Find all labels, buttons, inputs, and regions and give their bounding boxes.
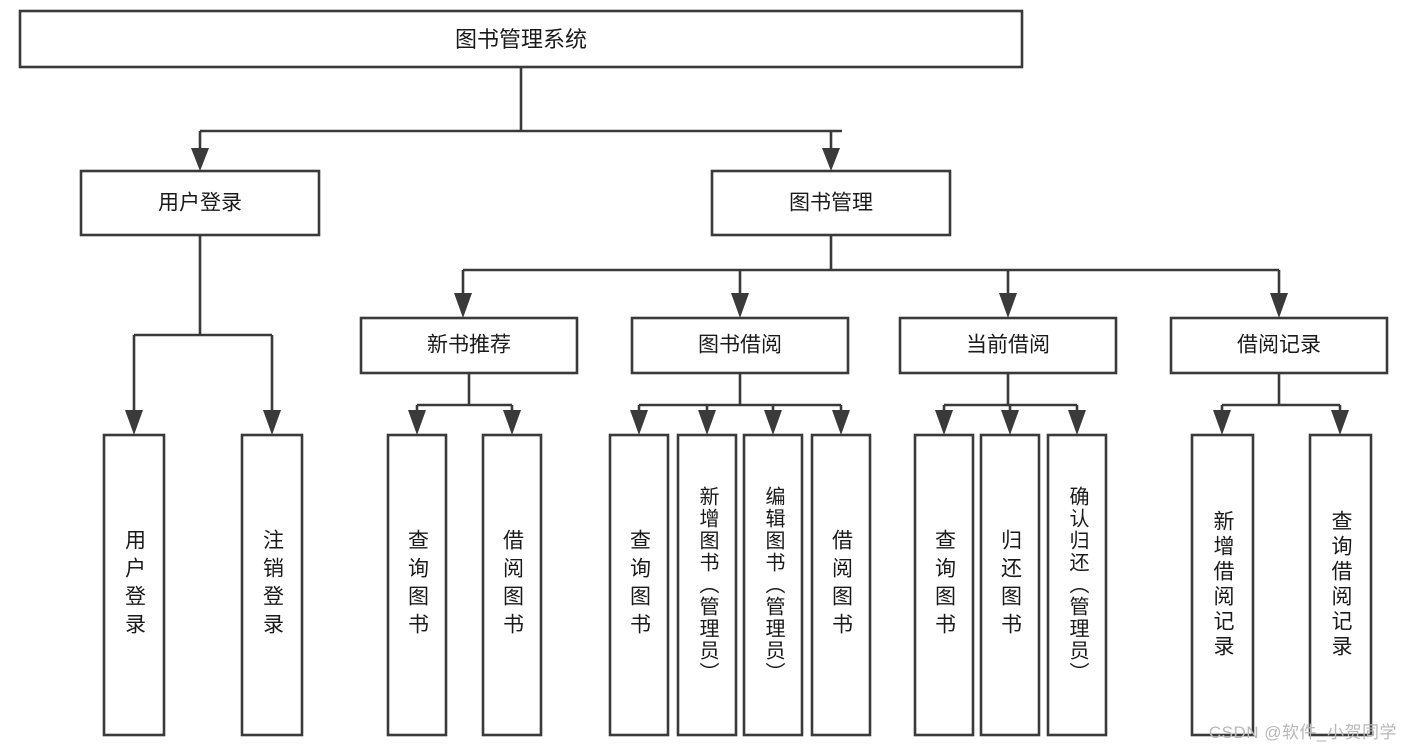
node-current-borrow[interactable]: 当前借阅 (898, 316, 1118, 375)
connector-newbook-to-leaves (408, 373, 521, 435)
leaf-box-add-book[interactable] (676, 433, 738, 737)
node-new-book-recommend[interactable]: 新书推荐 (359, 316, 579, 375)
leaf-box-query-book-1[interactable] (386, 433, 448, 737)
node-root[interactable]: 图书管理系统 (18, 9, 1024, 69)
node-book-borrow[interactable]: 图书借阅 (630, 316, 850, 375)
leaf-box-return-book[interactable] (979, 433, 1041, 737)
connector-borrowrecord-to-leaves (1213, 373, 1349, 435)
node-root-label: 图书管理系统 (455, 27, 587, 52)
leaf-box-user-login[interactable] (102, 433, 166, 737)
connector-root-to-level2 (191, 67, 842, 171)
connector-bookborrow-to-leaves (630, 373, 850, 435)
node-current-borrow-label: 当前借阅 (966, 334, 1050, 357)
node-borrow-record[interactable]: 借阅记录 (1169, 316, 1389, 375)
node-borrow-record-label: 借阅记录 (1237, 334, 1321, 357)
connector-currentborrow-to-leaves (935, 373, 1086, 435)
leaf-box-confirm-return[interactable] (1046, 433, 1108, 737)
node-user-login[interactable]: 用户登录 (79, 169, 321, 237)
leaf-box-borrow-book-1[interactable] (481, 433, 543, 737)
leaf-box-borrow-book-2[interactable] (810, 433, 872, 737)
node-book-borrow-label: 图书借阅 (698, 334, 782, 357)
node-new-book-recommend-label: 新书推荐 (427, 334, 511, 357)
leaf-box-query-book-2[interactable] (608, 433, 670, 737)
connector-userlogin-to-leaves (125, 235, 281, 435)
node-user-login-label: 用户登录 (158, 192, 242, 215)
node-book-management[interactable]: 图书管理 (710, 169, 952, 237)
leaf-boxes (102, 433, 1373, 737)
csdn-watermark: CSDN @软件_小贺同学 (1208, 723, 1397, 742)
node-book-management-label: 图书管理 (789, 192, 873, 215)
leaf-box-add-record[interactable] (1190, 433, 1255, 737)
leaf-box-edit-book[interactable] (742, 433, 804, 737)
leaf-box-user-logout[interactable] (240, 433, 304, 737)
leaf-box-query-record[interactable] (1308, 433, 1373, 737)
connector-bookmgmt-to-level3 (454, 235, 1288, 318)
leaf-box-query-book-3[interactable] (913, 433, 975, 737)
